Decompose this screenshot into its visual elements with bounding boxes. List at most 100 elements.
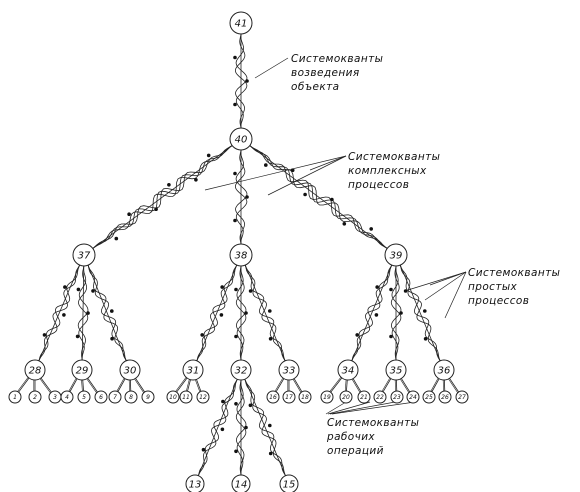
node-circle <box>8 390 22 404</box>
edge-dot <box>154 207 158 211</box>
node-39: 39 <box>384 243 408 267</box>
node-label: 8 <box>129 394 133 401</box>
edge-second-strand <box>175 377 187 392</box>
edge-second-strand <box>134 378 144 393</box>
edge-30-9 <box>134 378 146 393</box>
node-28: 28 <box>24 359 46 381</box>
edge-core-strand <box>82 379 84 392</box>
node-circle <box>337 359 359 381</box>
node-circle <box>166 390 180 404</box>
edge-second-strand <box>17 377 29 392</box>
edge-38-31 <box>196 264 238 361</box>
node-label: 26 <box>441 394 449 401</box>
edge-core-strand <box>135 378 146 393</box>
edge-core-strand <box>187 379 191 392</box>
node-31: 31 <box>182 359 204 381</box>
edge-dot <box>423 337 428 341</box>
annotation-leader-line <box>407 271 467 291</box>
edge-36-26 <box>442 379 446 392</box>
node-circle <box>279 474 299 492</box>
annotation-operations-line-3: операций <box>327 445 384 457</box>
edge-core-strand <box>117 378 126 392</box>
node-label: 12 <box>199 394 207 401</box>
edge-wave-strand <box>399 265 441 361</box>
edge-wave-strand <box>234 149 248 245</box>
edge-wave-strand <box>38 264 81 361</box>
edge-30-8 <box>128 379 132 392</box>
node-label: 24 <box>409 394 417 401</box>
node-label: 11 <box>182 394 190 401</box>
annotation-complex-line-2: комплексных <box>348 165 427 177</box>
node-label: 37 <box>78 251 91 262</box>
edge-dot <box>220 285 224 289</box>
edge-dot <box>389 334 393 339</box>
node-label: 22 <box>376 394 384 401</box>
edge-30-7 <box>116 378 126 392</box>
annotation-complex-line-1: Системокванты <box>348 151 440 163</box>
node-circle <box>231 474 251 492</box>
edge-wave-strand <box>244 379 286 476</box>
node-15: 15 <box>279 474 299 492</box>
node-5: 5 <box>77 390 91 404</box>
annotation-leader-line <box>267 155 347 196</box>
annotation-operations: Системокванты рабочих операций <box>326 417 419 457</box>
edge-40-38 <box>233 149 249 245</box>
edge-35-23 <box>394 379 398 392</box>
node-13: 13 <box>185 474 205 492</box>
node-label: 29 <box>76 366 89 377</box>
node-circle <box>384 243 408 267</box>
edge-dot <box>220 427 225 432</box>
node-circle <box>298 390 312 404</box>
edge-core-strand <box>293 378 303 393</box>
edge-core-strand <box>330 377 343 393</box>
node-label: 14 <box>235 480 248 491</box>
edge-29-6 <box>86 377 98 393</box>
node-9: 9 <box>141 390 155 404</box>
node-19: 19 <box>320 390 334 404</box>
node-20: 20 <box>339 390 353 404</box>
node-label: 1 <box>13 394 17 401</box>
edge-wave-strand <box>244 265 286 362</box>
node-label: 38 <box>235 251 248 262</box>
leader-lines-layer <box>204 57 467 415</box>
node-30: 30 <box>119 359 141 381</box>
edge-dot <box>219 313 224 317</box>
edge-second-strand <box>116 378 125 392</box>
edge-second-strand <box>68 378 77 392</box>
edge-31-11 <box>186 379 191 392</box>
node-label: 36 <box>438 366 451 377</box>
node-circle <box>24 359 46 381</box>
node-circle <box>455 390 469 404</box>
node-circle <box>229 127 253 151</box>
node-label: 3 <box>53 394 57 401</box>
annotation-leader-line <box>309 155 347 171</box>
edge-dot <box>342 222 347 226</box>
edge-dot <box>114 236 119 241</box>
edge-dot <box>403 289 408 293</box>
edge-dot <box>63 285 67 289</box>
node-41: 41 <box>229 11 253 35</box>
edge-dot <box>233 102 237 107</box>
node-circle <box>339 390 353 404</box>
node-circle <box>385 359 407 381</box>
edge-dot <box>62 313 66 317</box>
node-circle <box>108 390 122 404</box>
edge-dot <box>268 451 273 456</box>
node-circle <box>406 390 420 404</box>
edge-dot <box>234 449 238 454</box>
node-label: 23 <box>393 394 401 401</box>
node-35: 35 <box>385 359 407 381</box>
edge-wave-strand <box>198 379 238 476</box>
edge-core-strand <box>69 378 78 392</box>
edge-dot <box>244 425 248 430</box>
node-circle <box>229 243 253 267</box>
edge-dot <box>268 309 272 313</box>
edge-core-strand <box>249 145 388 249</box>
node-label: 39 <box>390 251 403 262</box>
edge-32-15 <box>244 379 286 476</box>
node-8: 8 <box>124 390 138 404</box>
edge-35-24 <box>400 378 411 393</box>
annotation-simple: Системокванты простых процессов <box>468 267 560 307</box>
edge-dot <box>248 289 253 293</box>
node-label: 17 <box>285 394 293 401</box>
